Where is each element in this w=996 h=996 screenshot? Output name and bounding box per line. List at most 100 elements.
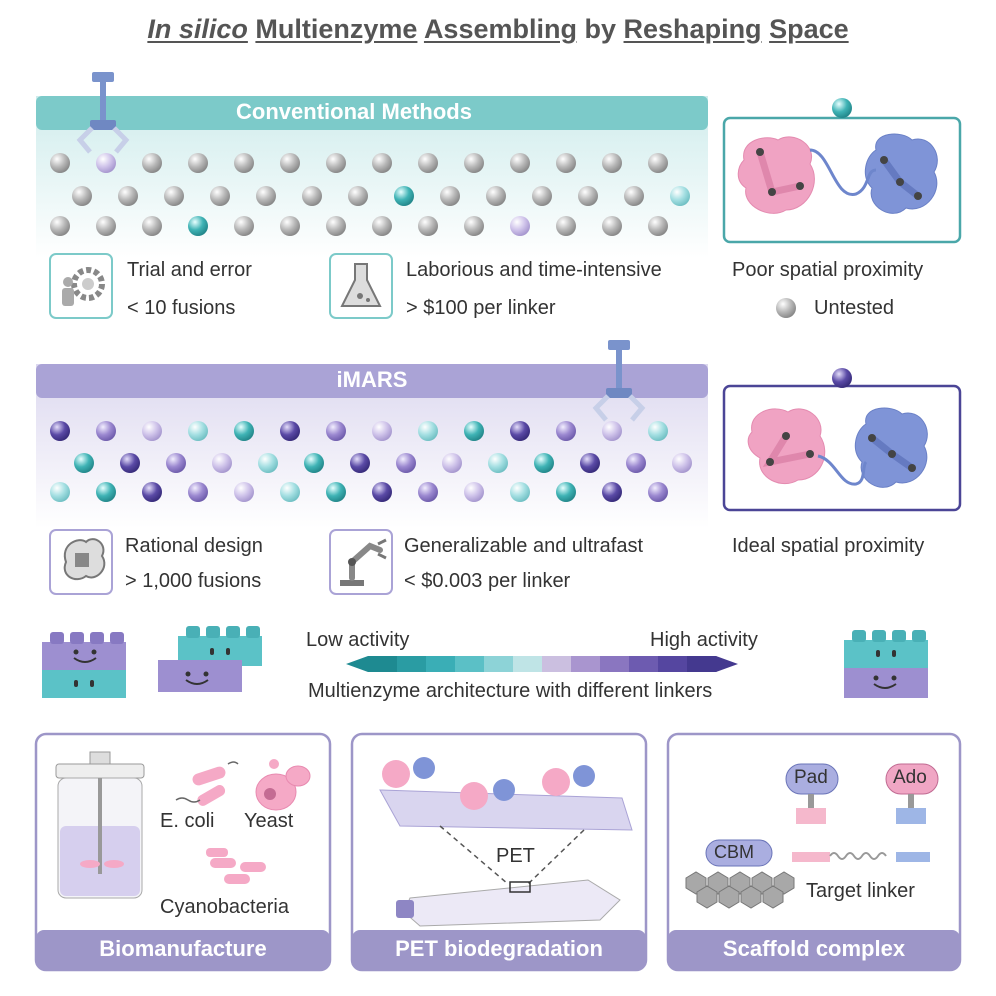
poor-proximity-label: Poor spatial proximity	[732, 259, 924, 281]
linker-ball	[120, 453, 140, 473]
linker-ball	[188, 153, 208, 173]
pet-biodegradation-caption: PET biodegradation	[395, 936, 603, 961]
linker-ball	[118, 186, 138, 206]
cost-imars-label: < $0.003 per linker	[404, 570, 571, 592]
linker-ball	[372, 216, 392, 236]
linker-ball	[50, 421, 70, 441]
linker-ball	[626, 453, 646, 473]
linker-ball	[602, 216, 622, 236]
generalizable-label: Generalizable and ultrafast	[404, 535, 644, 557]
linker-ball	[188, 421, 208, 441]
claw-icon-conventional	[76, 72, 130, 154]
lego-block-purple-top	[42, 632, 126, 698]
linker-ball	[348, 186, 368, 206]
activity-segment	[687, 656, 717, 672]
linker-ball	[234, 216, 254, 236]
linker-ball	[74, 453, 94, 473]
linker-ball	[280, 216, 300, 236]
linker-ball	[188, 216, 208, 236]
linker-ball	[464, 482, 484, 502]
activity-segment	[658, 656, 688, 672]
linker-ball	[258, 453, 278, 473]
linker-ball	[234, 482, 254, 502]
linker-ball	[280, 482, 300, 502]
title-by: by	[584, 14, 617, 44]
linker-ball	[96, 153, 116, 173]
linker-ball	[532, 186, 552, 206]
linker-ball	[670, 186, 690, 206]
linker-ball	[326, 421, 346, 441]
untested-label: Untested	[814, 297, 895, 319]
linker-ball	[396, 453, 416, 473]
conventional-header-bar	[36, 96, 708, 130]
linker-ball	[672, 453, 692, 473]
activity-segment	[571, 656, 601, 672]
pad-label: Pad	[794, 767, 828, 788]
pet-biodegradation-panel	[350, 732, 648, 972]
linker-ball	[234, 153, 254, 173]
imars-header: iMARS	[336, 367, 408, 392]
linker-ball	[510, 421, 530, 441]
linker-ball	[556, 216, 576, 236]
page-title: In silico Multienzyme Assembling by Resh…	[0, 14, 996, 45]
linker-ball	[510, 216, 530, 236]
linker-ball	[624, 186, 644, 206]
ideal-proximity-label: Ideal spatial proximity	[732, 535, 925, 557]
linker-ball	[464, 153, 484, 173]
linker-ball	[142, 482, 162, 502]
cyanobacteria-label: Cyanobacteria	[160, 896, 289, 918]
activity-segment	[455, 656, 485, 672]
fusions-imars-label: > 1,000 fusions	[125, 570, 262, 592]
linker-ball	[418, 216, 438, 236]
linker-ball	[326, 216, 346, 236]
ideal-proximity-panel	[722, 368, 962, 512]
linker-ball	[648, 482, 668, 502]
ecoli-label: E. coli	[160, 810, 215, 832]
linker-ball	[280, 153, 300, 173]
trial-error-icon	[49, 253, 113, 319]
linker-ball	[256, 186, 276, 206]
linker-ball	[442, 453, 462, 473]
linker-ball	[164, 186, 184, 206]
yeast-label: Yeast	[244, 810, 294, 832]
linker-ball	[418, 482, 438, 502]
activity-segment	[629, 656, 659, 672]
linker-ball	[212, 453, 232, 473]
linker-ball	[464, 421, 484, 441]
linker-ball	[440, 186, 460, 206]
title-space: Space	[769, 14, 849, 44]
imars-linker-balls	[50, 421, 692, 502]
linker-ball	[418, 421, 438, 441]
scaffold-complex-panel	[666, 732, 962, 972]
rational-design-label: Rational design	[125, 535, 263, 557]
untested-ball-icon	[776, 298, 796, 318]
linker-ball	[556, 421, 576, 441]
linker-ball	[280, 421, 300, 441]
architecture-caption: Multienzyme architecture with different …	[308, 680, 713, 702]
linker-ball	[464, 216, 484, 236]
scaffold-complex-caption: Scaffold complex	[722, 936, 906, 961]
conventional-header: Conventional Methods	[236, 99, 472, 124]
arrow-right-icon	[716, 656, 738, 672]
robot-arm-icon	[329, 529, 393, 595]
high-activity-label: High activity	[650, 629, 758, 651]
linker-ball	[372, 153, 392, 173]
linker-ball	[510, 153, 530, 173]
linker-ball	[326, 153, 346, 173]
low-activity-label: Low activity	[306, 629, 410, 651]
linker-ball	[486, 186, 506, 206]
linker-ball	[556, 482, 576, 502]
title-in-silico: In silico	[147, 14, 248, 44]
activity-segment	[426, 656, 456, 672]
claw-icon-imars	[592, 340, 646, 422]
linker-ball	[50, 216, 70, 236]
linker-ball	[96, 216, 116, 236]
linker-ball	[50, 153, 70, 173]
activity-gradient-bar	[346, 656, 738, 672]
linker-ball	[234, 421, 254, 441]
lego-block-ideal	[844, 630, 928, 698]
linker-ball	[394, 186, 414, 206]
ado-label: Ado	[893, 767, 927, 788]
trial-error-label: Trial and error	[127, 259, 252, 281]
